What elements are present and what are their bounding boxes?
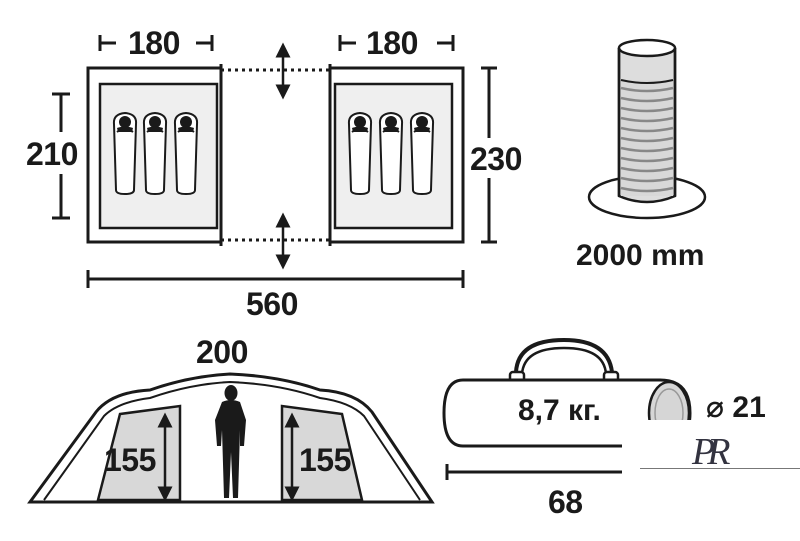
label-room-depth-inner: 210: [26, 136, 78, 172]
watermark-underline: [640, 468, 800, 469]
label-room-height-right: 155: [299, 442, 351, 478]
label-total-length: 560: [246, 286, 298, 322]
label-room-height-left: 155: [104, 442, 156, 478]
label-water-column: 2000 mm: [576, 239, 705, 272]
water-column-icon: [587, 38, 707, 220]
person-silhouette-icon: [215, 385, 246, 498]
dim-width-right: [338, 35, 455, 51]
label-weight: 8,7 кг.: [518, 394, 601, 427]
label-room-width-right: 180: [366, 25, 418, 61]
label-room-width-left: 180: [128, 25, 180, 61]
dim-length-total: [86, 270, 465, 288]
label-diameter: ⌀ 21: [706, 391, 766, 424]
dim-depth-total: [481, 66, 497, 244]
label-packed-length: 68: [548, 484, 583, 520]
dim-packed-length: [445, 464, 628, 480]
sleeping-bags-right: [347, 112, 435, 195]
sleeping-bag-icon: [142, 112, 168, 195]
tent-side-view: [27, 372, 435, 504]
label-total-depth: 230: [470, 141, 522, 177]
dim-depth-inner: [52, 92, 70, 220]
dim-width-left: [98, 35, 214, 51]
watermark-logo: PR: [622, 420, 800, 480]
sleeping-bag-icon: [112, 112, 138, 195]
sleeping-bag-icon: [347, 112, 373, 195]
sleeping-bag-icon: [378, 112, 404, 195]
sleeping-bags-left: [112, 112, 199, 195]
floorplan: [52, 35, 497, 288]
sleeping-bag-icon: [409, 112, 435, 195]
label-peak-height: 200: [196, 334, 248, 370]
side-room-right: [280, 404, 364, 502]
sleeping-bag-icon: [173, 112, 199, 195]
